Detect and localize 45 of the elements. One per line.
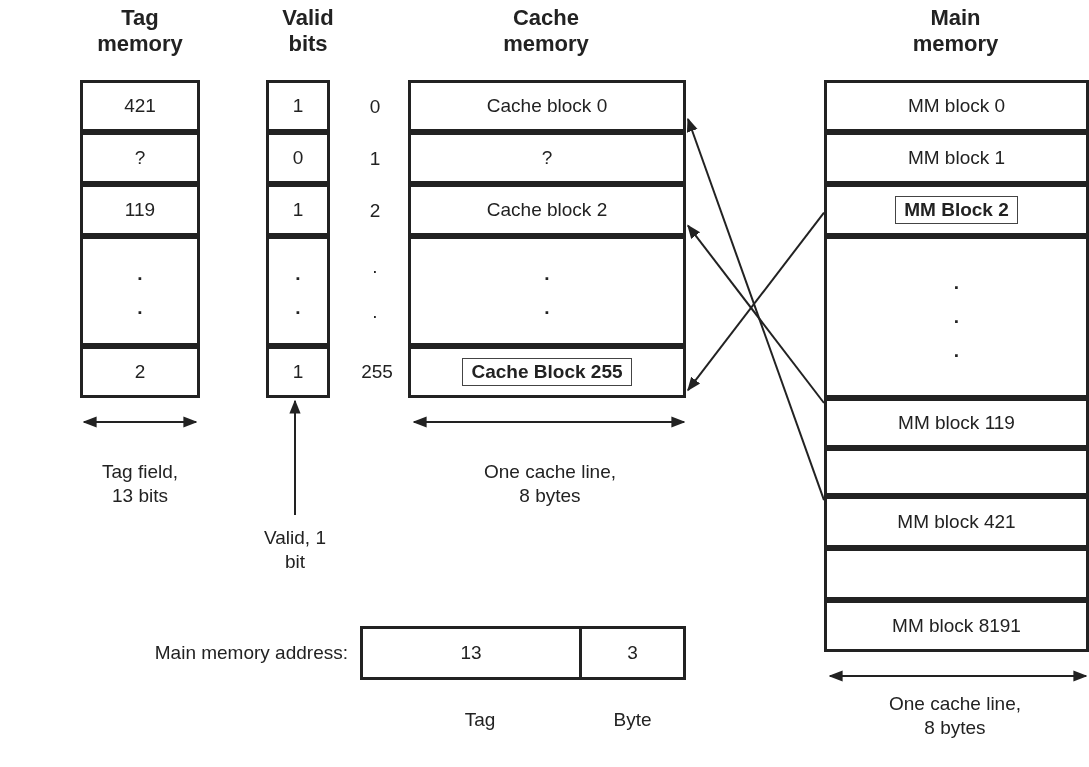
column-heading: Cache memory — [502, 5, 590, 57]
memory-cell: MM block 0 — [824, 80, 1089, 132]
memory-cell: MM block 8191 — [824, 600, 1089, 652]
memory-cell: MM block 421 — [824, 496, 1089, 548]
empty-cell — [824, 548, 1089, 600]
column-heading: Tag memory — [96, 5, 184, 57]
memory-cell: 0 — [266, 132, 330, 184]
memory-cell: . . — [408, 236, 686, 346]
column-heading: Main memory — [911, 5, 1000, 57]
memory-cell: ? — [80, 132, 200, 184]
memory-cell: MM Block 2 — [824, 184, 1089, 236]
index-number: . — [371, 300, 379, 324]
memory-cell: 1 — [266, 184, 330, 236]
memory-cell: Cache block 0 — [408, 80, 686, 132]
column-heading: Valid bits — [281, 5, 335, 57]
field-note: Valid, 1 bit — [262, 515, 328, 585]
index-number: 255 — [360, 360, 394, 384]
memory-cell: 2 — [80, 346, 200, 398]
address-label: Main memory address: — [154, 642, 348, 664]
memory-cell: . . — [266, 236, 330, 346]
memory-cell: MM block 119 — [824, 398, 1089, 448]
memory-cell: 1 — [266, 80, 330, 132]
empty-cell — [824, 448, 1089, 496]
memory-cell: ? — [408, 132, 686, 184]
memory-cell: 3 — [579, 626, 686, 680]
index-number: 0 — [368, 95, 382, 119]
memory-cell: MM block 1 — [824, 132, 1089, 184]
index-number: 2 — [368, 199, 382, 223]
dimension-label: Tag field, 13 bits — [100, 460, 179, 508]
memory-cell: Cache block 2 — [408, 184, 686, 236]
dimension-label: One cache line, 8 bytes — [888, 692, 1022, 740]
memory-cell: 1 — [266, 346, 330, 398]
field-label: Tag — [463, 708, 497, 732]
memory-cell: 13 — [360, 626, 582, 680]
arrow — [686, 117, 825, 502]
memory-cell: 119 — [80, 184, 200, 236]
arrow — [289, 399, 301, 516]
dimension-label: One cache line, 8 bytes — [483, 460, 617, 508]
memory-cell: Cache Block 255 — [408, 346, 686, 398]
memory-cell: 421 — [80, 80, 200, 132]
memory-cell: . . — [80, 236, 200, 346]
field-label: Byte — [612, 708, 653, 732]
memory-cell: . . . — [824, 236, 1089, 398]
index-number: 1 — [368, 147, 382, 171]
index-number: . — [371, 255, 379, 279]
